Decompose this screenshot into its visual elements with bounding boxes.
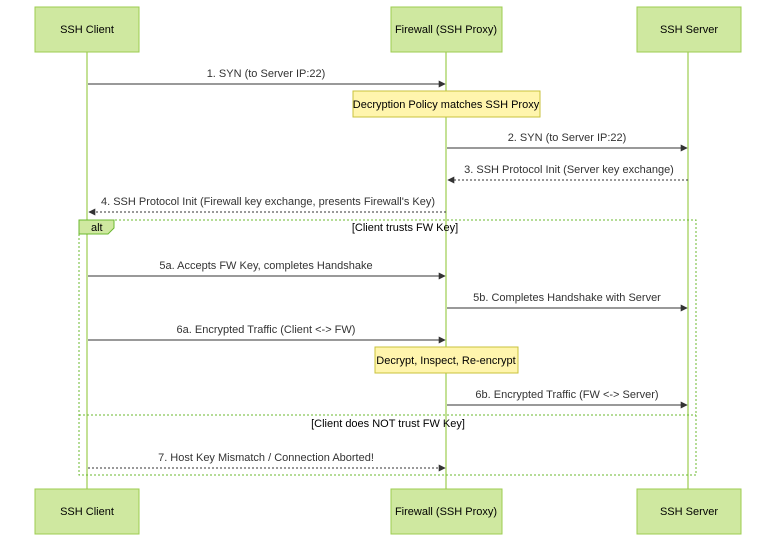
message-5a: 5a. Accepts FW Key, completes Handshake [88, 260, 446, 280]
actor-label: Firewall (SSH Proxy) [395, 24, 497, 36]
message-label: 4. SSH Protocol Init (Firewall key excha… [101, 196, 435, 208]
actor-label: SSH Client [60, 506, 114, 518]
message-label: 3. SSH Protocol Init (Server key exchang… [464, 164, 674, 176]
actor-server-top: SSH Server [636, 6, 742, 53]
message-4: 4. SSH Protocol Init (Firewall key excha… [88, 196, 446, 216]
message-label: 6a. Encrypted Traffic (Client <-> FW) [177, 324, 356, 336]
note-decryption-policy: Decryption Policy matches SSH Proxy [352, 90, 541, 118]
actor-label: SSH Client [60, 24, 114, 36]
message-label: 6b. Encrypted Traffic (FW <-> Server) [475, 389, 658, 401]
alt-label: alt [91, 222, 103, 234]
message-6b: 6b. Encrypted Traffic (FW <-> Server) [447, 389, 688, 409]
actor-label: SSH Server [660, 24, 718, 36]
message-6a: 6a. Encrypted Traffic (Client <-> FW) [88, 324, 446, 344]
actor-server-bottom: SSH Server [636, 488, 742, 535]
actor-client-bottom: SSH Client [34, 488, 140, 535]
message-label: 7. Host Key Mismatch / Connection Aborte… [158, 452, 374, 464]
message-5b: 5b. Completes Handshake with Server [447, 292, 688, 312]
note-text: Decrypt, Inspect, Re-encrypt [376, 355, 515, 367]
actor-label: SSH Server [660, 506, 718, 518]
message-2: 2. SYN (to Server IP:22) [447, 132, 688, 152]
message-label: 5a. Accepts FW Key, completes Handshake [159, 260, 372, 272]
message-label: 1. SYN (to Server IP:22) [207, 68, 326, 80]
message-1: 1. SYN (to Server IP:22) [88, 68, 446, 88]
message-label: 5b. Completes Handshake with Server [473, 292, 661, 304]
note-decrypt-inspect: Decrypt, Inspect, Re-encrypt [374, 346, 519, 374]
note-text: Decryption Policy matches SSH Proxy [353, 99, 540, 111]
actor-client-top: SSH Client [34, 6, 140, 53]
actor-label: Firewall (SSH Proxy) [395, 506, 497, 518]
message-3: 3. SSH Protocol Init (Server key exchang… [447, 164, 688, 184]
actor-firewall-bottom: Firewall (SSH Proxy) [390, 488, 503, 535]
alt-frame: alt [Client trusts FW Key] [Client does … [78, 219, 697, 476]
message-label: 2. SYN (to Server IP:22) [508, 132, 627, 144]
actor-firewall-top: Firewall (SSH Proxy) [390, 6, 503, 53]
alt-condition-2: [Client does NOT trust FW Key] [311, 418, 465, 430]
alt-condition-1: [Client trusts FW Key] [352, 222, 458, 234]
message-7: 7. Host Key Mismatch / Connection Aborte… [88, 452, 446, 472]
